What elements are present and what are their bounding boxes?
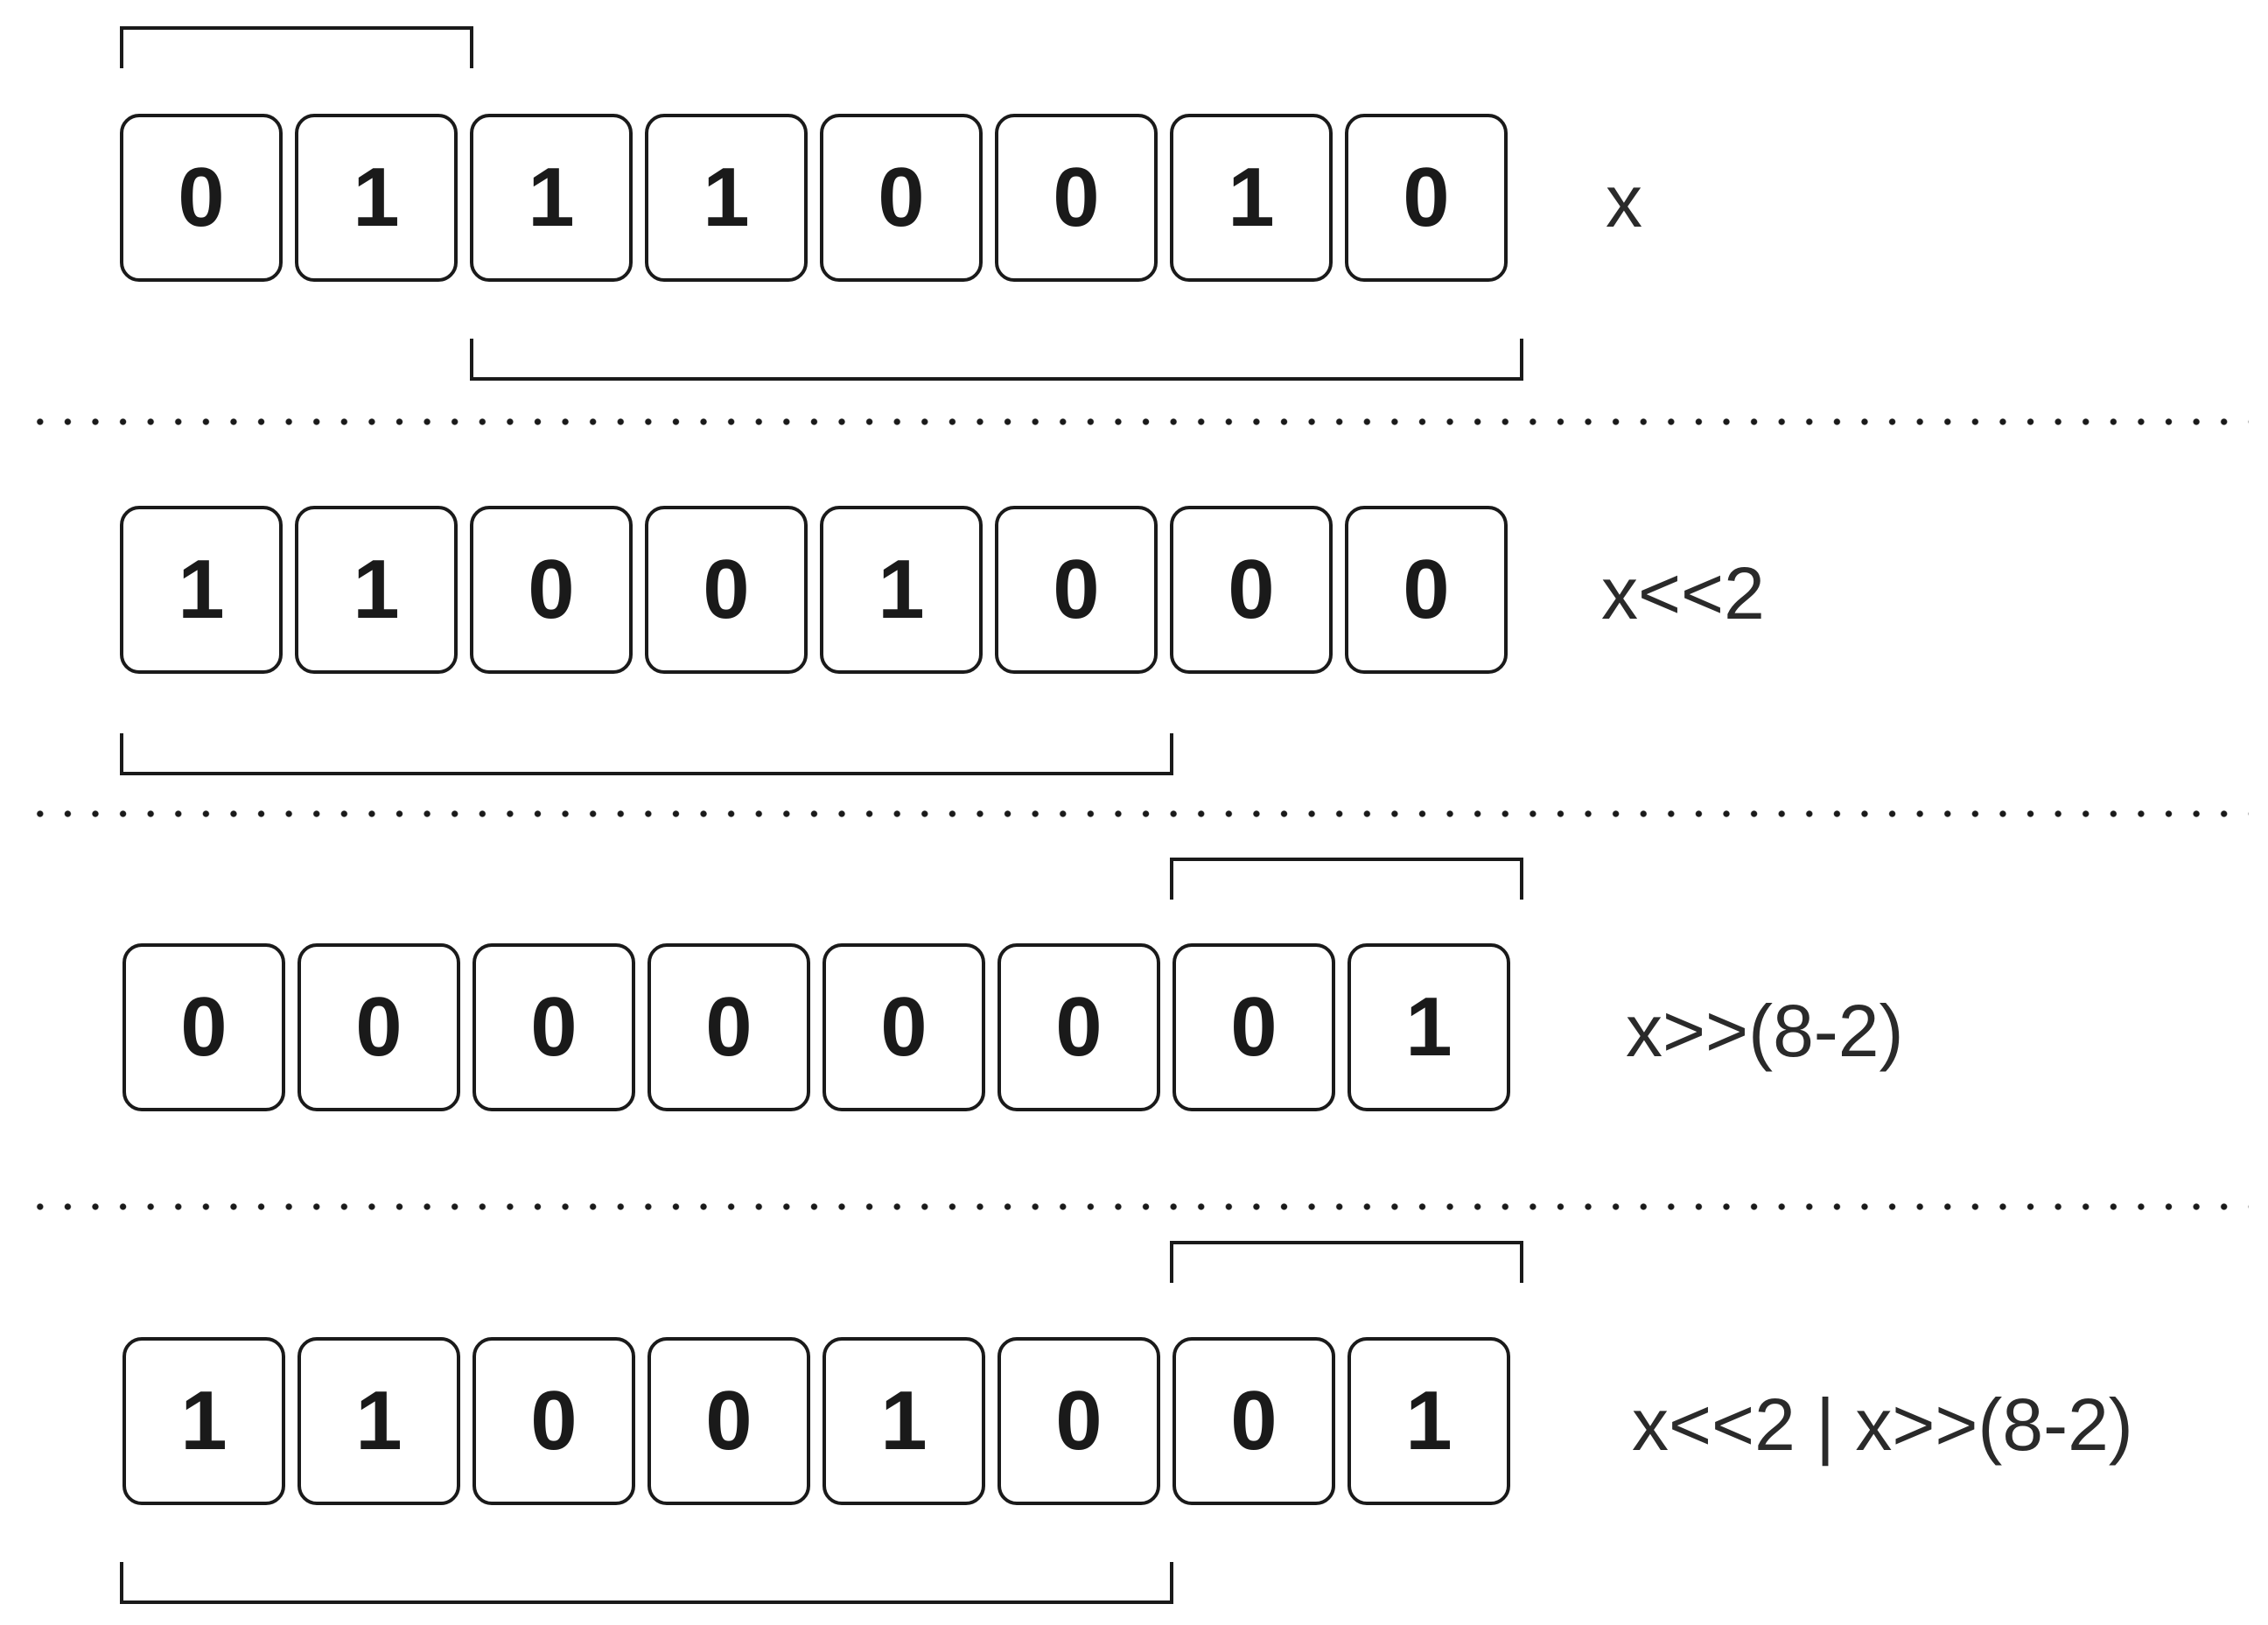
bracket-bottom-left-bits (120, 1562, 1173, 1604)
dotted-divider (26, 809, 2249, 818)
bit-cell-5: 0 (998, 1337, 1160, 1505)
dotted-divider (26, 1202, 2249, 1211)
bit-cell-0: 0 (122, 943, 285, 1111)
bit-cells: 0 0 0 0 0 0 0 1 (0, 943, 2268, 1118)
bit-cell-3: 0 (648, 943, 810, 1111)
bit-cell-0: 1 (122, 1337, 285, 1505)
bit-cell-5: 0 (995, 506, 1158, 674)
bit-cell-3: 1 (645, 114, 808, 282)
bit-cell-7: 1 (1348, 1337, 1510, 1505)
bit-cell-6: 0 (1170, 506, 1333, 674)
bit-cell-3: 0 (645, 506, 808, 674)
bit-cell-4: 1 (822, 1337, 985, 1505)
row-label-rotate-result: x<<2 | x>>(8-2) (1632, 1383, 2133, 1466)
bit-cell-6: 1 (1170, 114, 1333, 282)
bracket-top-left-bits (120, 26, 473, 68)
bit-cell-1: 1 (295, 506, 458, 674)
bit-cell-4: 0 (822, 943, 985, 1111)
bit-cell-4: 1 (820, 506, 983, 674)
row-label-right-shift: x>>(8-2) (1626, 990, 1904, 1072)
bit-cell-1: 1 (298, 1337, 460, 1505)
bit-cell-4: 0 (820, 114, 983, 282)
bit-cell-5: 0 (995, 114, 1158, 282)
bit-cell-5: 0 (998, 943, 1160, 1111)
bit-cell-2: 0 (472, 943, 635, 1111)
bracket-top-right-bits (1170, 1241, 1523, 1283)
bit-cell-6: 0 (1172, 1337, 1335, 1505)
row-label-left-shift: x<<2 (1601, 552, 1765, 634)
bit-cell-7: 0 (1345, 506, 1508, 674)
bit-cell-1: 1 (295, 114, 458, 282)
bit-cell-2: 0 (470, 506, 633, 674)
bit-cell-0: 0 (120, 114, 283, 282)
bracket-top-right-bits (1170, 858, 1523, 900)
bit-cell-2: 0 (472, 1337, 635, 1505)
bit-cell-7: 0 (1345, 114, 1508, 282)
bit-cell-1: 0 (298, 943, 460, 1111)
bit-cell-0: 1 (120, 506, 283, 674)
bit-cells: 1 1 0 0 1 0 0 0 (0, 506, 2268, 681)
bit-cell-2: 1 (470, 114, 633, 282)
bit-cell-6: 0 (1172, 943, 1335, 1111)
dotted-divider (26, 417, 2249, 426)
bit-cells: 0 1 1 1 0 0 1 0 (0, 114, 2268, 289)
bit-cells: 1 1 0 0 1 0 0 1 (0, 1337, 2268, 1512)
bracket-bottom-right-bits (470, 339, 1523, 381)
bit-cell-7: 1 (1348, 943, 1510, 1111)
bit-cell-3: 0 (648, 1337, 810, 1505)
row-label-x: x (1606, 160, 1642, 242)
bracket-bottom-left-bits (120, 733, 1173, 775)
